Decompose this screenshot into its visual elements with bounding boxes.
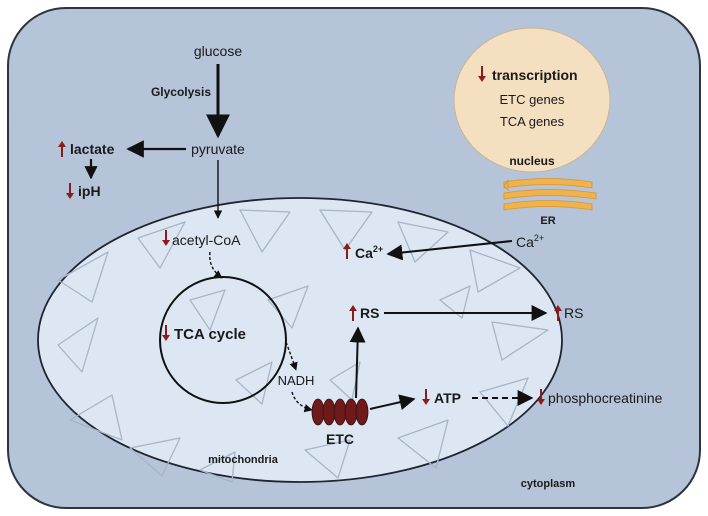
glucose-label: glucose [194,43,242,59]
etc-genes-label: ETC genes [499,92,565,107]
er-icon [503,178,597,211]
acetyl-coa-label: acetyl-CoA [172,232,241,248]
arrow-tca-nadh [285,341,298,371]
nadh-label: NADH [278,373,315,388]
transcription-label: transcription [492,67,578,83]
arrow-nadh-etc [291,391,313,413]
tca-genes-label: TCA genes [500,114,565,129]
arrow-acetyl-coa-tca [209,251,223,279]
atp-label: ATP [434,390,461,406]
etc-label: ETC [326,431,354,447]
tca-cycle-label: TCA cycle [174,326,246,343]
pathway-arrows [84,64,548,413]
ca-mito-label: Ca2+ [355,244,383,261]
er-label: ER [540,215,555,227]
arrow-er-ca-mito [386,240,513,261]
pyruvate-label: pyruvate [191,141,245,157]
mitochondrion [37,197,563,483]
phosphocreatinine-label: phosphocreatinine [548,390,663,406]
arrow-etc-atp [369,394,416,410]
lactate-label: lactate [70,141,115,157]
nucleus-label: nucleus [509,154,555,168]
er-calcium-label: Ca2+ [516,233,544,250]
glycolysis-label: Glycolysis [151,85,211,99]
mitochondria-label: mitochondria [208,454,279,466]
nucleus [453,27,611,173]
ph-label: ipH [78,183,101,199]
arrow-etc-rs [349,326,366,399]
tca-cycle-loop [159,276,287,404]
rs-mito-label: RS [360,305,379,321]
etc-complex-icon [311,398,369,426]
rs-cyto-label: RS [564,305,583,321]
cytoplasm-label: cytoplasm [521,478,576,490]
